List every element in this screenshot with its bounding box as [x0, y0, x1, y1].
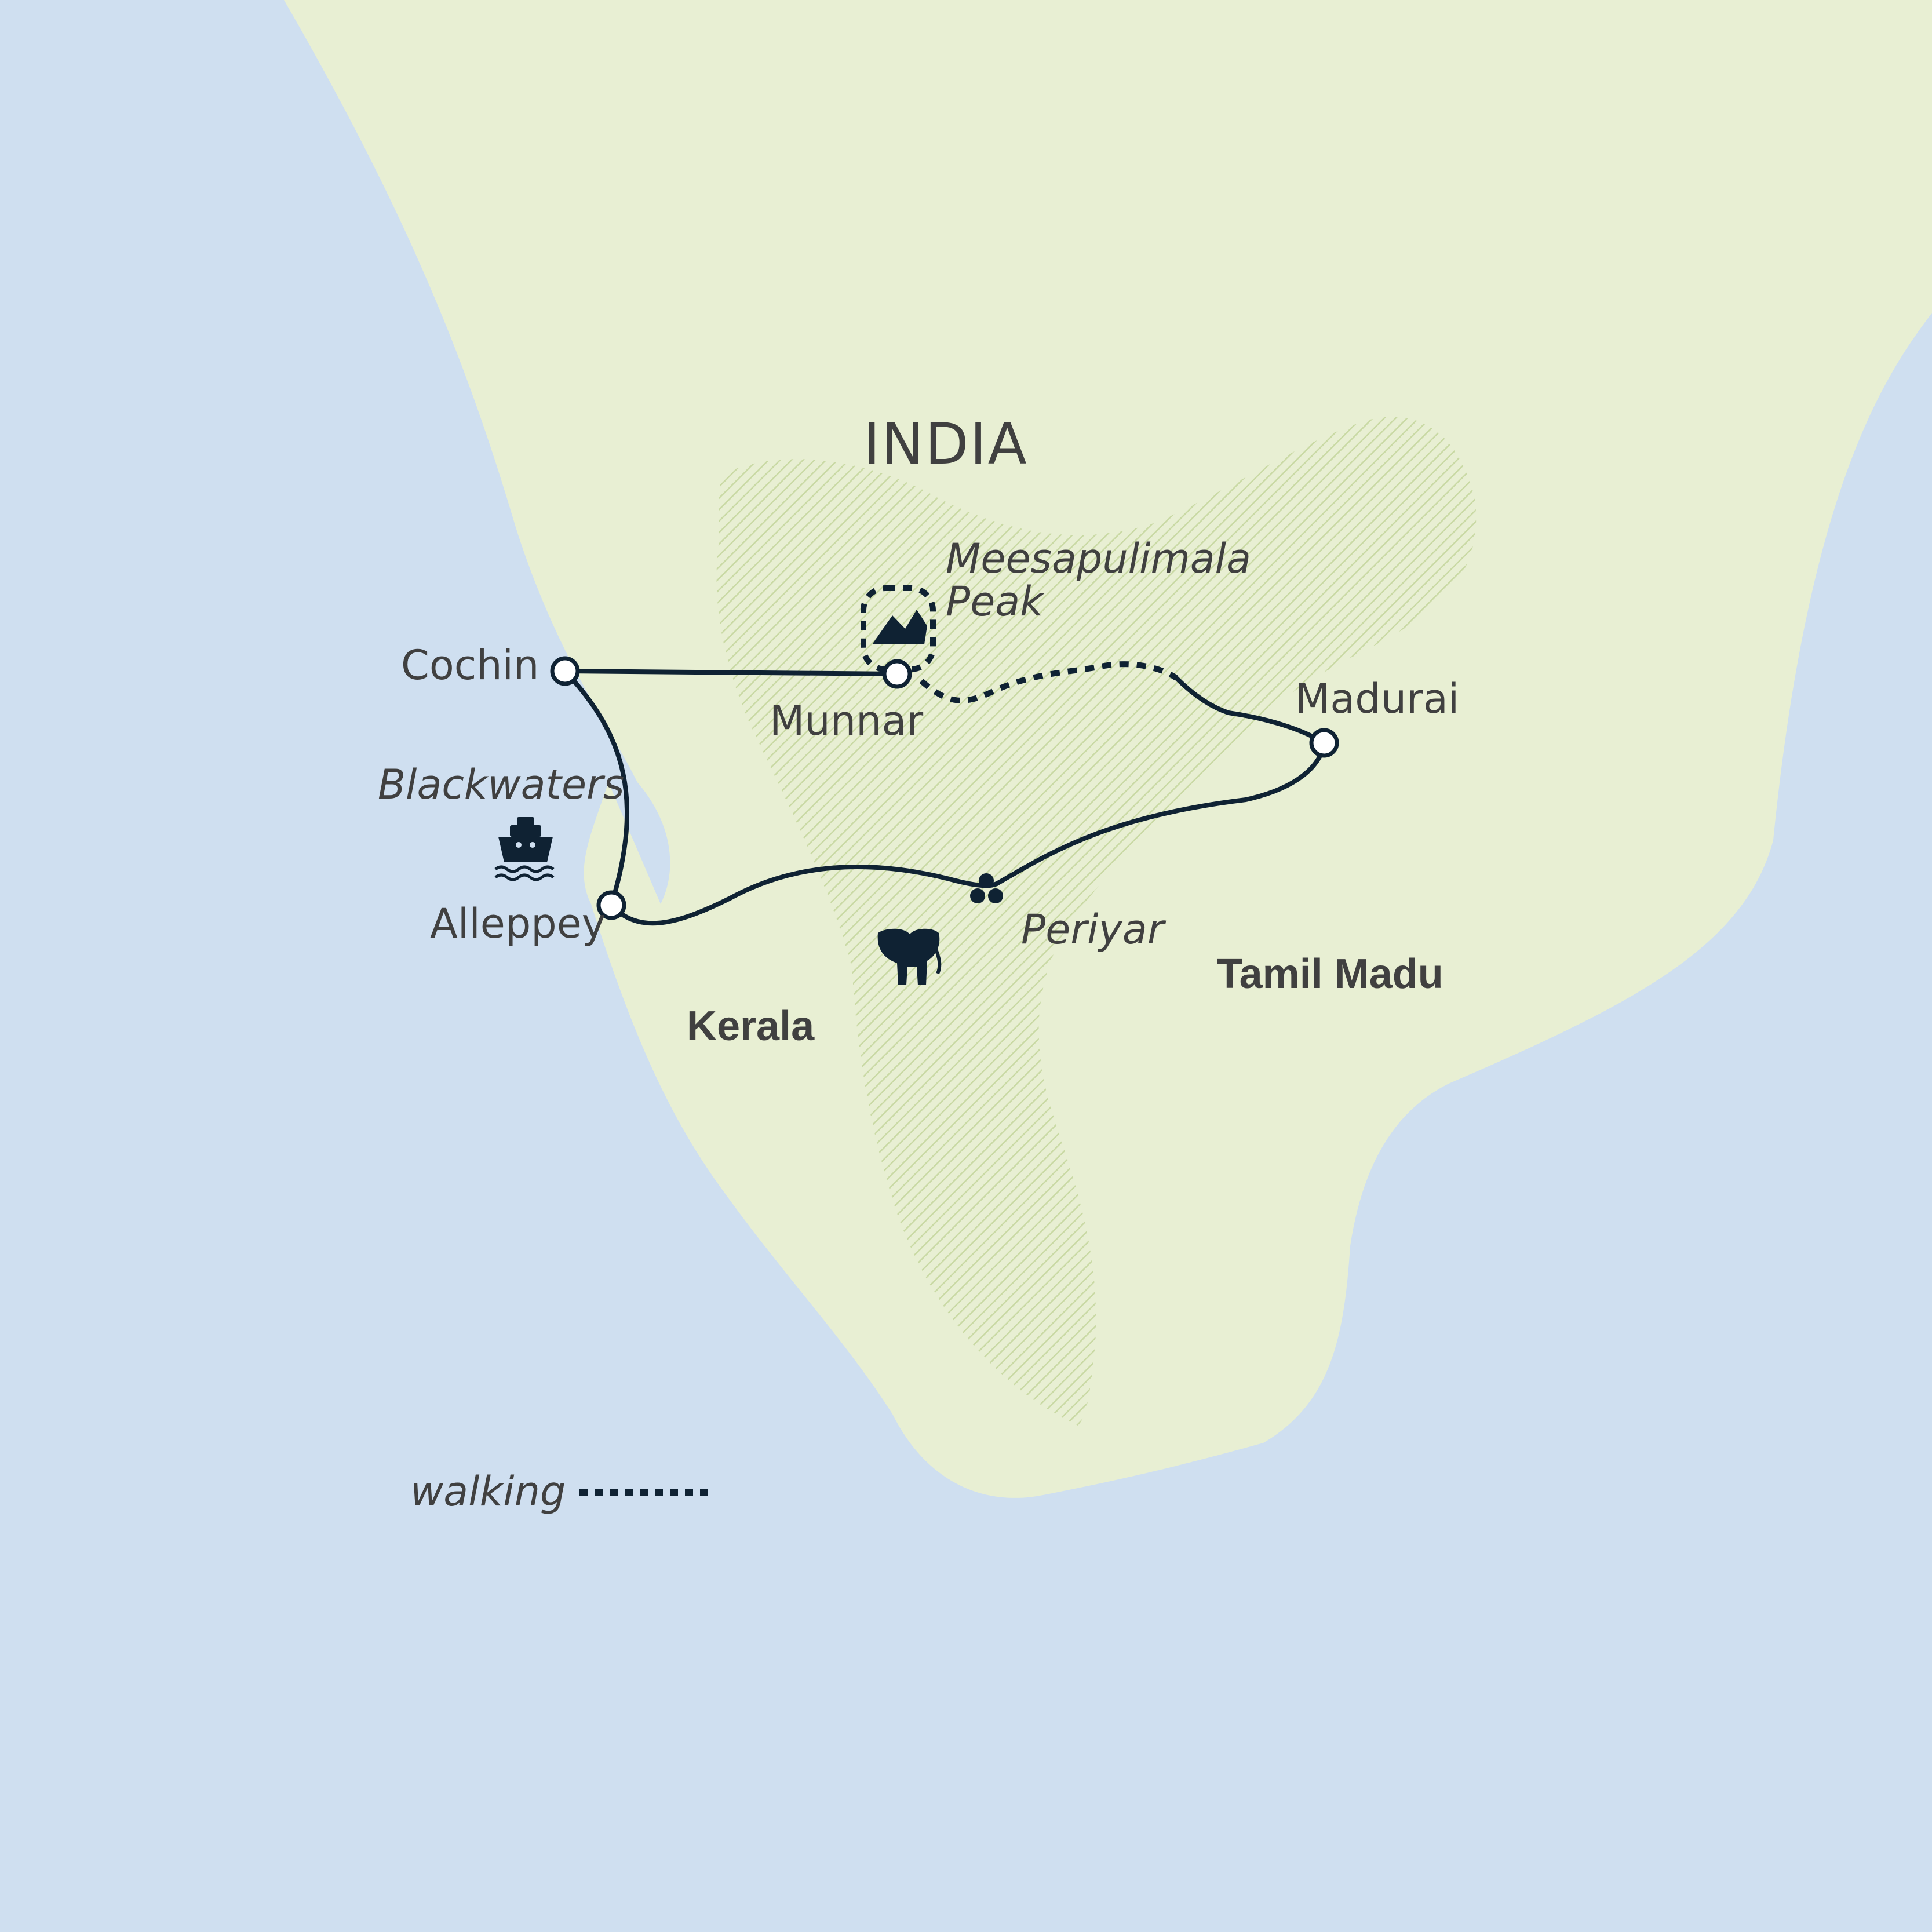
stop-marker-madurai[interactable]	[1309, 728, 1339, 758]
boat-icon	[494, 817, 555, 881]
stop-marker-cochin[interactable]	[550, 656, 580, 686]
city-label-munnar: Munnar	[770, 697, 923, 745]
mountain-icon	[872, 610, 927, 644]
route-walk-end-madurai	[1174, 676, 1326, 745]
peak-label-line1: Meesapulimala	[946, 535, 1251, 582]
walking-route-munnar-madurai	[919, 661, 1178, 703]
place-label-periyar: Periyar	[1021, 906, 1167, 953]
legend: walking	[410, 1468, 710, 1515]
stop-marker-munnar[interactable]	[882, 659, 912, 689]
route-periyar-madurai	[994, 741, 1326, 886]
route-cochin-alleppey	[563, 669, 630, 907]
region-label-tamil: Tamil Madu	[1217, 951, 1443, 997]
route-alleppey-periyar	[609, 865, 999, 926]
country-label: INDIA	[863, 411, 1028, 477]
place-label-blackwaters: Blackwaters	[378, 761, 624, 808]
city-label-madurai: Madurai	[1295, 675, 1459, 723]
route-cochin-munnar	[563, 669, 899, 676]
legend-walking-label: walking	[410, 1468, 566, 1515]
peak-label-line2: Peak	[946, 578, 1045, 625]
elephant-icon	[877, 928, 942, 985]
stop-marker-alleppey[interactable]	[596, 890, 626, 920]
region-label-kerala: Kerala	[687, 1003, 815, 1049]
wildlife-dots-icon	[970, 873, 1003, 903]
city-label-cochin: Cochin	[401, 641, 539, 689]
city-label-alleppey: Alleppey	[430, 900, 606, 947]
